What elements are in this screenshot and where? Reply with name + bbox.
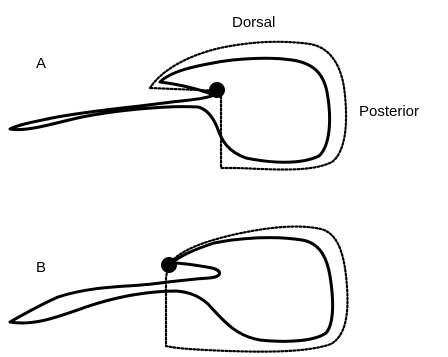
panel-b-marker-dot [161, 257, 177, 273]
panel-a-solid-outline [10, 58, 330, 162]
panel-b-label: B [36, 259, 46, 276]
label-posterior: Posterior [359, 103, 419, 120]
panel-a: A [10, 42, 346, 170]
panel-b: B [10, 227, 347, 352]
label-dorsal: Dorsal [232, 14, 275, 31]
panel-b-solid-outline [10, 238, 333, 342]
panel-a-label: A [36, 55, 46, 72]
panel-a-marker-dot [209, 82, 225, 98]
panel-b-dotted-boundary [166, 227, 347, 352]
